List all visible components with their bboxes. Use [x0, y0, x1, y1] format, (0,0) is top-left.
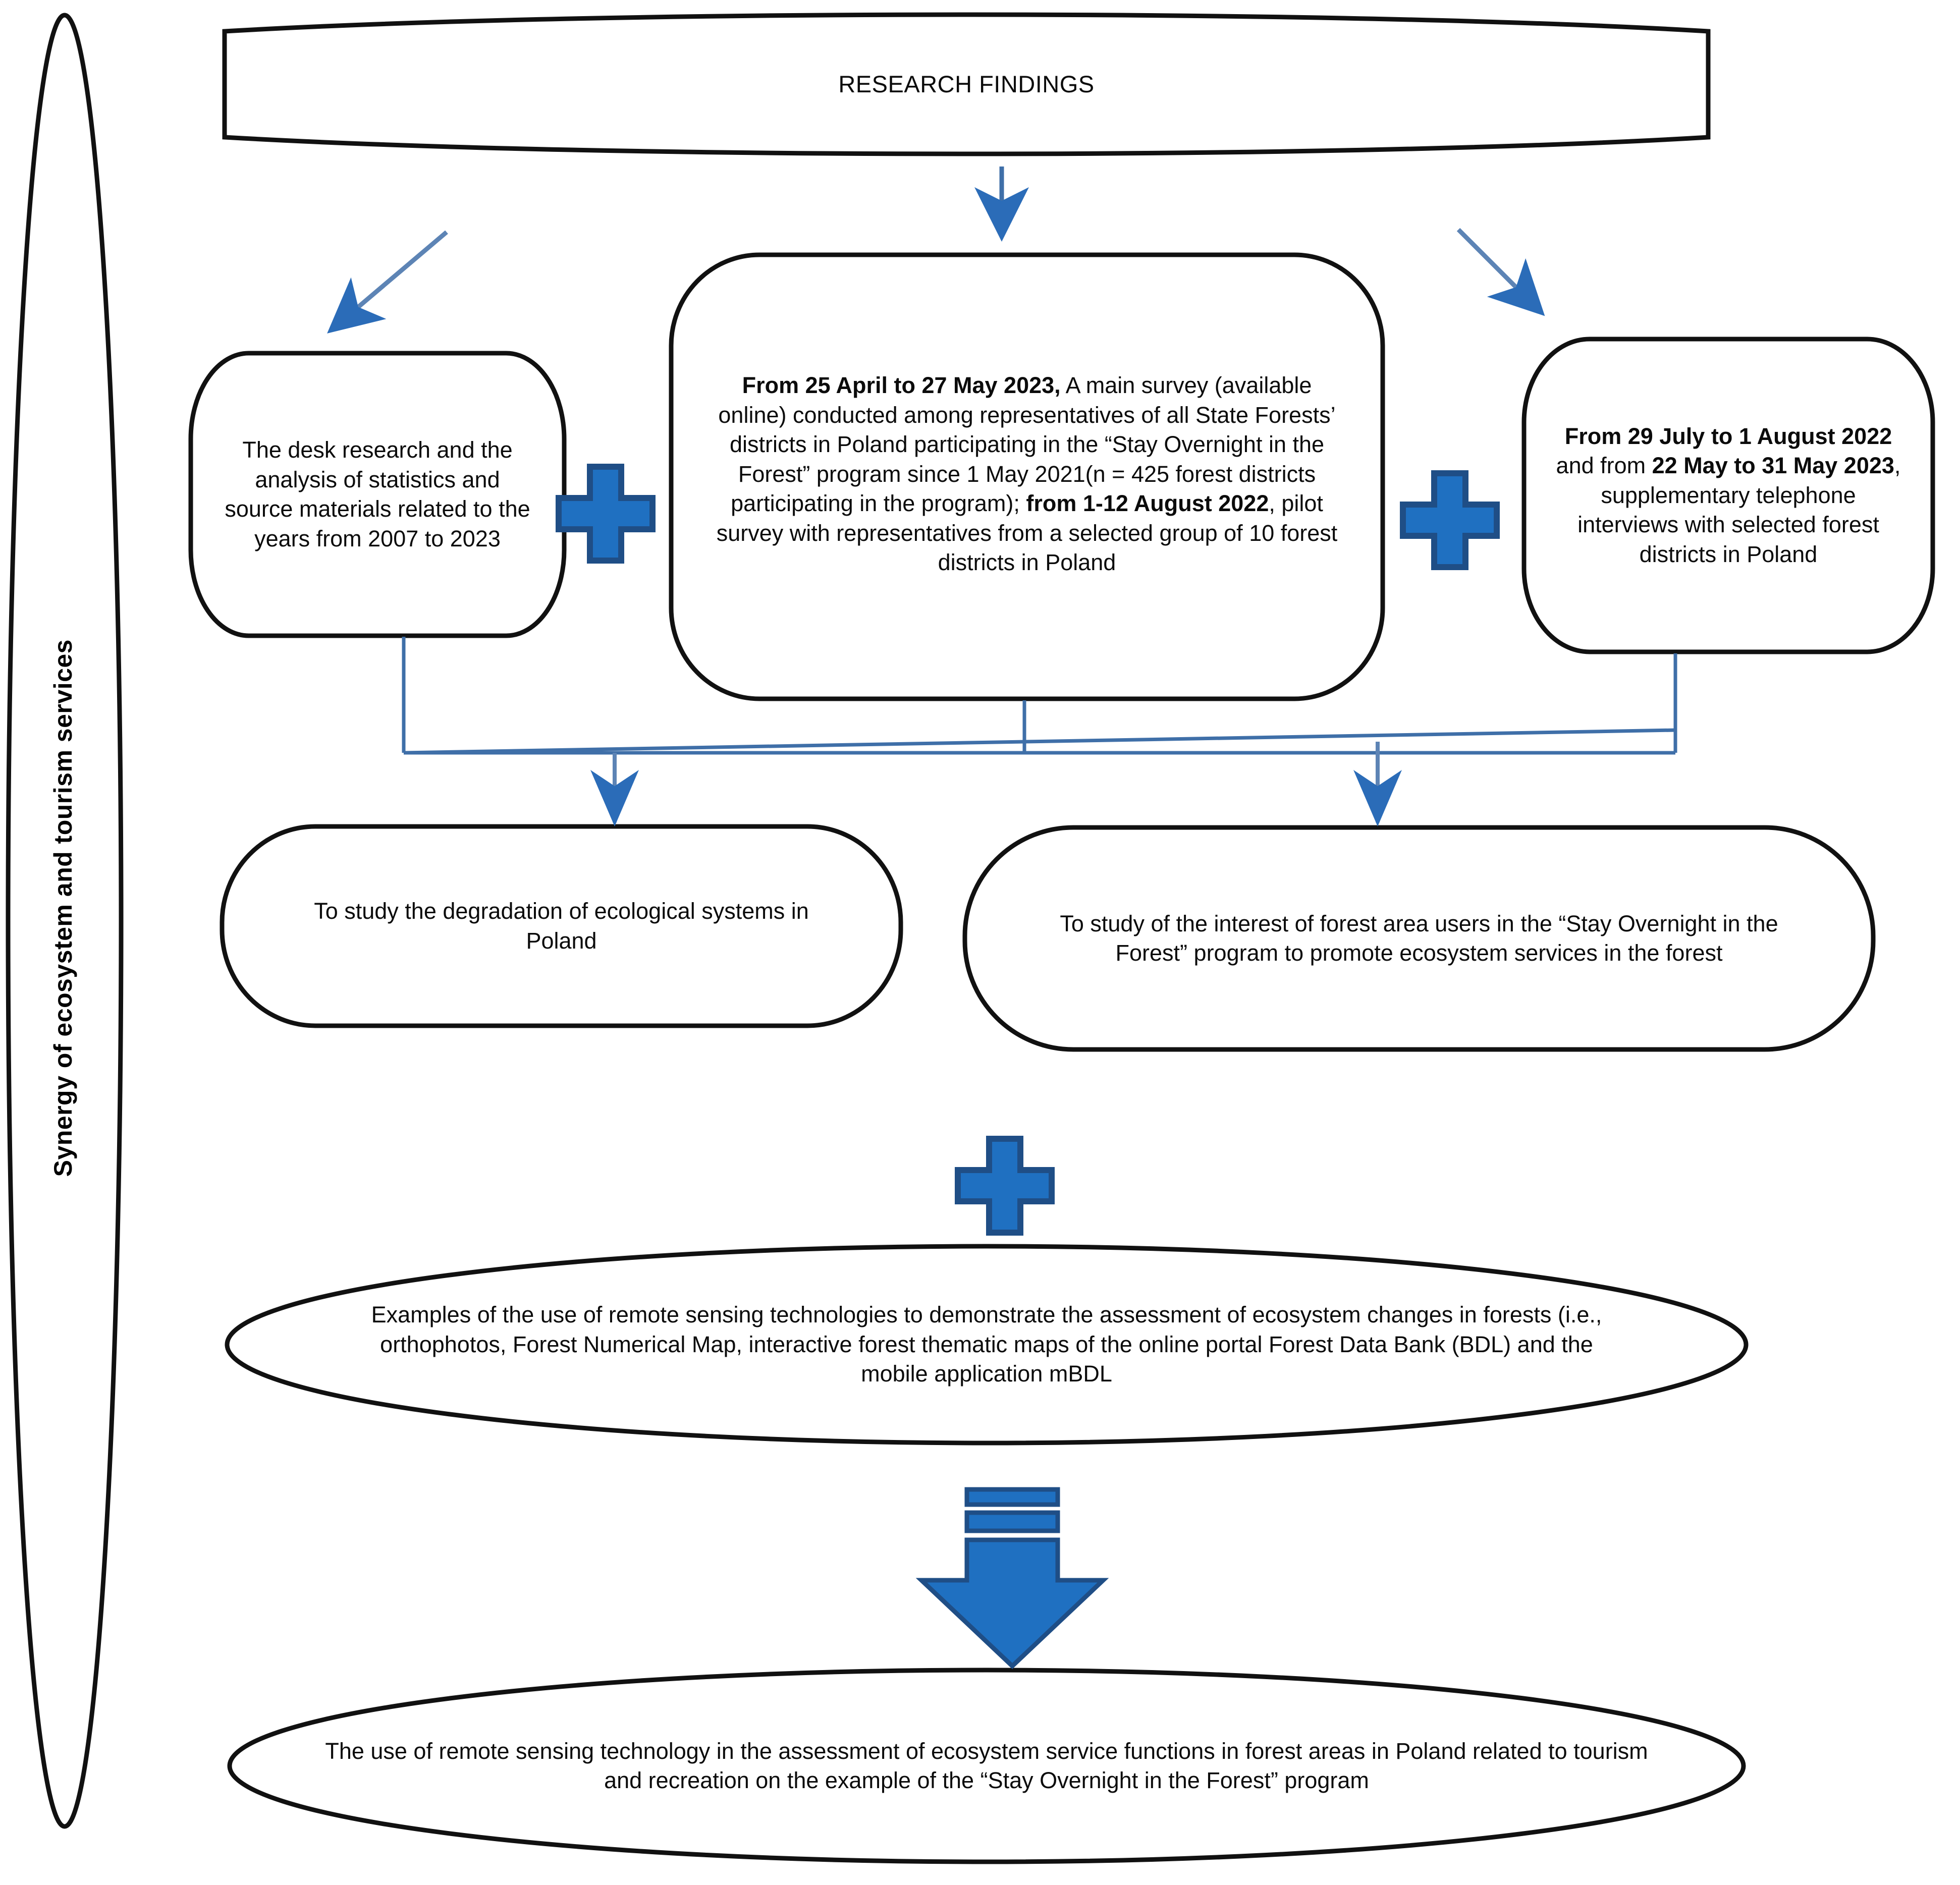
synergy-side-label-text: Synergy of ecosystem and tourism service… — [49, 639, 77, 1177]
arrow-research-to-phone — [1456, 228, 1545, 316]
desk-research-shape — [188, 351, 567, 638]
research-findings-shape — [222, 12, 1711, 156]
research-findings-node[interactable]: RESEARCH FINDINGS — [225, 31, 1708, 137]
plus-icon-left — [556, 464, 656, 564]
goal-degradation-label: To study the degradation of ecological s… — [314, 898, 809, 954]
main-survey-node[interactable]: From 25 April to 27 May 2023, A main sur… — [686, 283, 1368, 666]
remote-sensing-shape — [225, 1244, 1749, 1446]
main-survey-label: From 25 April to 27 May 2023, A main sur… — [710, 371, 1344, 578]
telephone-interviews-label: From 29 July to 1 August 2022 and from 2… — [1550, 422, 1907, 570]
synergy-outer-ellipse — [6, 13, 124, 1829]
plus-icon-middle — [955, 1136, 1055, 1236]
research-findings-label: RESEARCH FINDINGS — [838, 71, 1095, 98]
plus-icon-right — [1400, 470, 1500, 570]
conclusion-label: The use of remote sensing technology in … — [325, 1738, 1648, 1794]
goal-interest-node[interactable]: To study of the interest of forest area … — [975, 827, 1863, 1049]
connector-bus — [402, 637, 1677, 755]
main-survey-shape — [669, 252, 1385, 701]
goal-degradation-node[interactable]: To study the degradation of ecological s… — [232, 826, 891, 1026]
arrow-research-to-desk — [327, 230, 448, 334]
main-survey-body-1: A main survey (available online) conduct… — [718, 372, 1336, 517]
block-down-arrow — [915, 1487, 1109, 1670]
goal-degradation-shape — [220, 824, 903, 1028]
desk-research-node[interactable]: The desk research and the analysis of st… — [201, 363, 554, 626]
telephone-date-1: From 29 July to 1 August 2022 — [1564, 423, 1892, 449]
main-survey-body-2: , pilot survey with representatives from… — [716, 490, 1338, 576]
remote-sensing-label: Examples of the use of remote sensing te… — [371, 1302, 1602, 1387]
conclusion-node[interactable]: The use of remote sensing technology in … — [232, 1680, 1741, 1852]
telephone-date-2: 22 May to 31 May 2023 — [1652, 453, 1894, 479]
goal-interest-shape — [962, 825, 1876, 1052]
conclusion-shape — [227, 1668, 1746, 1864]
main-survey-date-1: From 25 April to 27 May 2023, — [742, 372, 1061, 399]
telephone-body: , supplementary telephone interviews wit… — [1577, 453, 1901, 567]
main-survey-date-2: from 1-12 August 2022 — [1026, 490, 1269, 517]
desk-research-label: The desk research and the analysis of st… — [225, 437, 530, 551]
connector-bus-right-leg — [403, 728, 1676, 755]
telephone-interviews-node[interactable]: From 29 July to 1 August 2022 and from 2… — [1535, 348, 1922, 643]
telephone-conj: and from — [1556, 453, 1652, 479]
synergy-side-label: Synergy of ecosystem and tourism service… — [20, 525, 106, 1292]
telephone-interviews-shape — [1521, 337, 1935, 654]
goal-interest-label: To study of the interest of forest area … — [1060, 910, 1778, 966]
remote-sensing-node[interactable]: Examples of the use of remote sensing te… — [232, 1256, 1741, 1433]
